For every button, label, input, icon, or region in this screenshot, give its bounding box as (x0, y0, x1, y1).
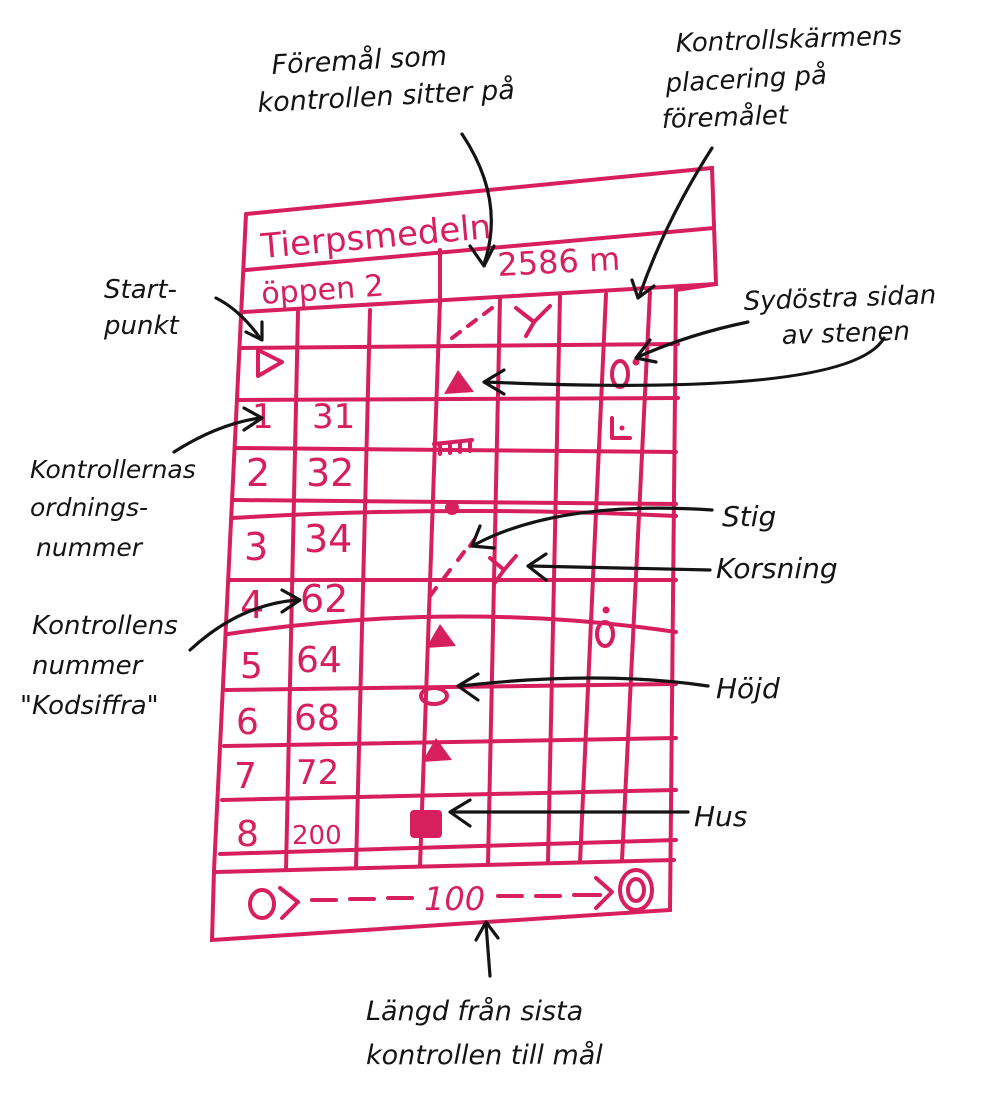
finish-row: 100 (248, 868, 654, 920)
dashed-arrow-line (310, 893, 602, 902)
filled-triangle-icon (444, 370, 474, 394)
svg-text:av stenen: av stenen (781, 317, 910, 351)
column-line (578, 292, 608, 864)
row-line (238, 342, 680, 350)
control-code: 72 (296, 753, 339, 793)
arrow-position (630, 146, 714, 300)
arrow-hill (456, 672, 710, 702)
annotation-junction: Korsning (716, 552, 838, 585)
row-line (222, 736, 678, 748)
svg-text:Sydöstra sidan: Sydöstra sidan (743, 280, 937, 317)
svg-text:Längd från sista: Längd från sista (366, 996, 583, 1027)
title-divider (244, 226, 716, 272)
arrow-finish-length (474, 920, 500, 978)
row-line (234, 446, 678, 454)
y-junction-icon (488, 554, 518, 586)
svg-text:Start-: Start- (104, 275, 177, 305)
control-code: 200 (292, 821, 342, 851)
filled-triangle-icon (426, 624, 456, 648)
arrow-feature (460, 132, 496, 268)
arrow-path (470, 506, 714, 550)
arrow-southeast (634, 320, 750, 364)
dot-icon (445, 501, 459, 515)
svg-text:nummer: nummer (32, 651, 145, 681)
order-number: 2 (246, 451, 270, 495)
row-line (218, 838, 678, 856)
column-line (354, 308, 372, 870)
svg-text:ordnings-: ordnings- (30, 493, 148, 522)
svg-text:Kontrollens: Kontrollens (32, 611, 178, 641)
annotation-code: Kontrollens nummer "Kodsiffra" (20, 611, 178, 721)
annotation-hill: Höjd (716, 672, 780, 705)
annotation-finish-length: Längd från sista kontrollen till mål (366, 996, 603, 1071)
class-name: öppen 2 (260, 269, 385, 312)
order-number: 8 (236, 814, 259, 855)
svg-text:"Kodsiffra": "Kodsiffra" (20, 691, 159, 721)
control-code-column: 31 32 34 62 64 68 72 200 (292, 397, 355, 851)
annotation-feature: Föremål som kontrollen sitter på (257, 41, 516, 119)
order-number: 7 (234, 756, 257, 797)
column-line (418, 298, 442, 868)
arrow-feature-stone (482, 336, 886, 396)
svg-text:föremålet: föremålet (661, 100, 789, 135)
annotation-southeast: Sydöstra sidan av stenen (743, 280, 937, 351)
ellipse-outline-icon (419, 686, 449, 706)
order-number: 3 (244, 525, 268, 569)
column-line (284, 310, 300, 872)
description-sheet (209, 165, 719, 943)
control-code: 64 (296, 640, 342, 681)
arrow-order (172, 406, 264, 454)
order-number: 6 (236, 702, 259, 743)
arrow-code (188, 588, 302, 652)
svg-text:kontrollen till mål: kontrollen till mål (366, 1040, 603, 1071)
double-circle-icon (618, 868, 654, 912)
dashed-path-icon (450, 306, 494, 340)
svg-text:nummer: nummer (36, 533, 144, 562)
finish-distance: 100 (424, 880, 485, 918)
order-number: 4 (240, 583, 264, 627)
control-code: 62 (300, 577, 348, 621)
column-line (546, 294, 562, 864)
order-number-column: 1 2 3 4 5 6 7 8 (234, 397, 274, 855)
annotation-order: Kontrollernas ordnings- nummer (30, 455, 196, 562)
filled-triangle-icon (422, 738, 452, 762)
arrow-junction (526, 552, 712, 582)
row-line (236, 396, 680, 402)
annotation-start: Start- punkt (103, 275, 180, 341)
dot-top-icon (595, 606, 615, 648)
svg-text:placering på: placering på (664, 60, 828, 99)
filled-square-icon (410, 810, 442, 838)
triangle-outline-icon (256, 348, 284, 378)
svg-text:Föremål som: Föremål som (271, 41, 448, 81)
l-corner-icon (610, 416, 632, 440)
row-line (214, 858, 676, 874)
row-line (224, 682, 678, 692)
svg-text:kontrollen sitter på: kontrollen sitter på (257, 75, 516, 119)
control-code: 68 (294, 698, 340, 739)
arrow-start-icon (278, 886, 300, 920)
cliff-icon (432, 438, 474, 456)
header-divider (242, 282, 718, 314)
control-code: 34 (304, 517, 352, 561)
dot-top-right-icon (610, 358, 640, 389)
control-code: 31 (312, 397, 355, 437)
annotation-path: Stig (722, 500, 776, 533)
annotation-house: Hus (694, 800, 747, 833)
annotation-position: Kontrollskärmens placering på föremålet (661, 21, 902, 135)
arrow-finish-icon (594, 876, 614, 910)
y-junction-icon (514, 304, 552, 338)
sheet-outer-frame (209, 165, 719, 943)
row-line (220, 788, 678, 802)
circle-icon (248, 888, 276, 920)
arrow-house (448, 798, 690, 828)
dashed-path-icon (428, 538, 476, 598)
course-length: 2586 m (496, 240, 621, 284)
order-number: 5 (240, 646, 263, 687)
svg-text:Kontrollskärmens: Kontrollskärmens (675, 21, 902, 59)
svg-text:punkt: punkt (103, 311, 180, 341)
svg-text:Kontrollernas: Kontrollernas (30, 455, 196, 484)
control-code: 32 (306, 451, 354, 495)
arrow-start (214, 296, 264, 342)
